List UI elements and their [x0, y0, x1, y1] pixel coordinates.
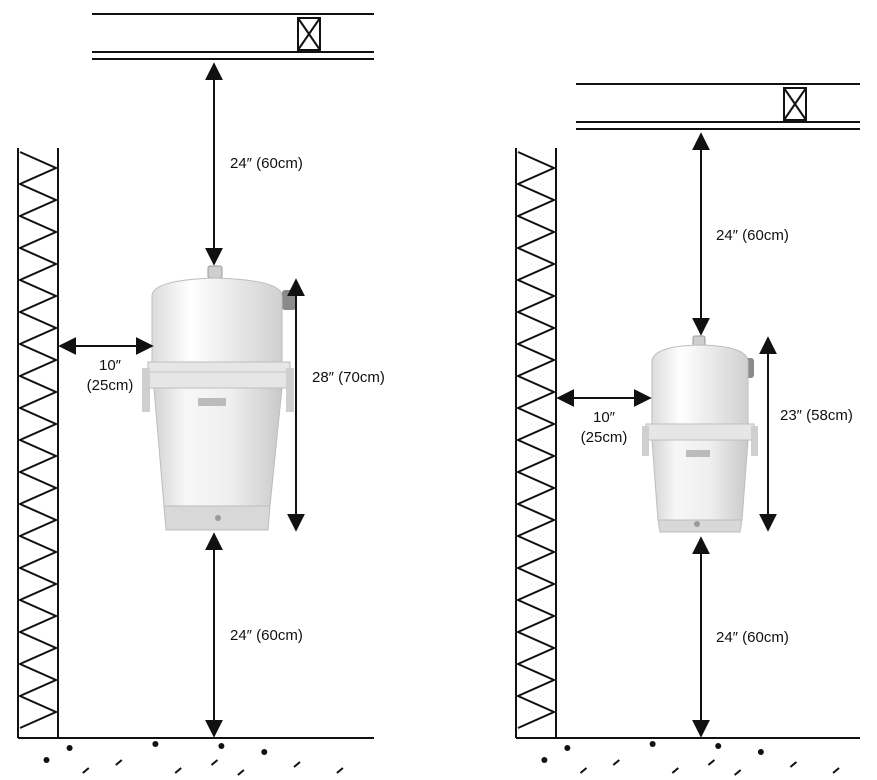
floor-speckle [671, 767, 679, 774]
left-ceiling-joist [92, 13, 374, 60]
right-ceiling-joist [576, 83, 860, 130]
left-wall [17, 148, 59, 738]
floor-speckle [152, 741, 159, 747]
floor-speckle [707, 759, 716, 766]
floor-speckle [715, 743, 722, 749]
floor-speckle [336, 767, 344, 774]
left-filter-unit [142, 265, 296, 531]
right-ceiling-clearance-label: 24″ (60cm) [716, 227, 789, 244]
left-floor [18, 737, 374, 776]
right-unit-height-label: 23″ (58cm) [780, 407, 853, 424]
floor-speckle [579, 767, 588, 774]
floor-speckle [564, 745, 571, 751]
right-wall-clearance-cm-label: (25cm) [580, 429, 628, 446]
right-floor [516, 737, 860, 776]
floor-speckle [789, 761, 798, 768]
right-wall [515, 148, 557, 738]
floor-speckle [649, 741, 656, 747]
right-floor-clearance-label: 24″ (60cm) [716, 629, 789, 646]
floor-speckle [733, 769, 742, 776]
floor-speckle [293, 761, 301, 768]
right-filter-unit [642, 335, 758, 533]
left-wall-clearance-cm-label: (25cm) [86, 377, 134, 394]
floor-speckle [115, 759, 123, 766]
floor-speckle [43, 757, 50, 763]
floor-speckle [66, 745, 73, 751]
left-unit-height-label: 28″ (70cm) [312, 369, 385, 386]
floor-speckle [210, 759, 219, 766]
left-wall-clearance-inches-label: 10″ [99, 357, 121, 374]
floor-speckle [261, 749, 268, 755]
floor-speckle [174, 767, 182, 774]
right-wall-clearance-inches-label: 10″ [593, 409, 615, 426]
floor-speckle [237, 769, 245, 776]
right-scene [515, 83, 860, 776]
floor-speckle [832, 767, 840, 774]
floor-speckle [757, 749, 764, 755]
floor-speckle [218, 743, 225, 749]
floor-speckle [541, 757, 548, 763]
left-ceiling-clearance-label: 24″ (60cm) [230, 155, 303, 172]
floor-speckle [82, 767, 90, 774]
left-floor-clearance-label: 24″ (60cm) [230, 627, 303, 644]
left-scene [17, 13, 374, 776]
floor-speckle [612, 759, 620, 766]
